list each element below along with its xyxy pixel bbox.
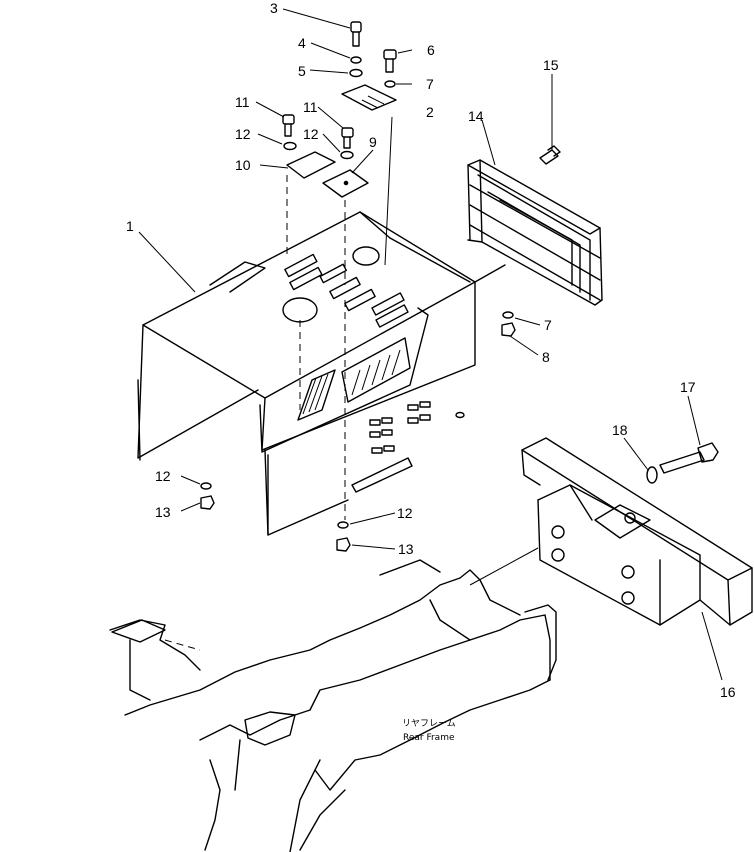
- cover-plate-10: [286, 151, 336, 179]
- callout-9: 9: [369, 134, 377, 150]
- cover-plate-9: [322, 169, 369, 198]
- callout-12-a: 12: [235, 126, 251, 142]
- bolt-11a: [282, 114, 295, 137]
- skirt-slots: [369, 401, 465, 454]
- callout-13-b: 13: [398, 541, 414, 557]
- callout-8: 8: [542, 349, 550, 365]
- bolt-15: [539, 145, 561, 165]
- callout-11-left: 11: [235, 94, 250, 110]
- side-guard: [467, 159, 603, 306]
- callout-14: 14: [468, 108, 484, 124]
- engine-hood-cover: [137, 175, 506, 536]
- callout-2: 2: [426, 104, 434, 120]
- hinge-plate: [341, 84, 397, 111]
- frame-label-jp: リヤフレーム: [402, 718, 456, 729]
- leader-lines: [138, 8, 723, 681]
- bolt-3: [350, 21, 362, 47]
- grille-slots: [284, 253, 409, 328]
- callout-12-c: 12: [155, 468, 171, 484]
- callout-12-d: 12: [397, 505, 413, 521]
- callout-6: 6: [427, 42, 435, 58]
- callout-4: 4: [298, 35, 306, 51]
- callout-18: 18: [612, 422, 628, 438]
- callout-11-right: 11: [303, 99, 318, 115]
- callout-10: 10: [235, 157, 251, 173]
- callout-1: 1: [126, 218, 134, 234]
- callout-7-top: 7: [426, 76, 434, 92]
- bolt-11b: [341, 127, 354, 149]
- callout-3: 3: [270, 0, 278, 16]
- callout-16: 16: [720, 684, 736, 700]
- washers: [200, 56, 514, 529]
- washer-18: [646, 466, 658, 484]
- callout-7-right: 7: [544, 317, 552, 333]
- louvre-panel: [297, 337, 411, 421]
- callout-numbers: 1 2 3 4 5 6 7 7 8 9 10 11 11 12 12 12 12…: [126, 0, 736, 700]
- bolt-6: [383, 49, 397, 73]
- callout-12-b: 12: [303, 126, 319, 142]
- callout-5: 5: [298, 63, 306, 79]
- bolt-17: [659, 442, 719, 474]
- counterweight: [521, 437, 753, 626]
- frame-label-en: Rear Frame: [403, 733, 455, 743]
- callout-15: 15: [543, 57, 559, 73]
- nuts: [200, 322, 516, 552]
- rear-frame: [109, 547, 557, 852]
- callout-17: 17: [680, 379, 696, 395]
- callout-13-a: 13: [155, 504, 171, 520]
